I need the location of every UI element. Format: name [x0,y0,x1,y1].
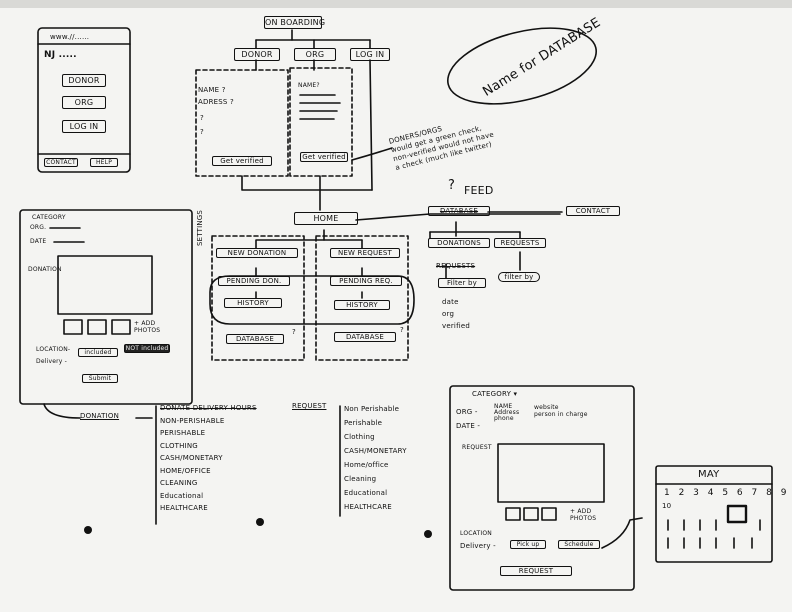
donation-category: CATEGORY [32,214,66,221]
request-database[interactable]: DATABASE [334,332,396,342]
calendar-row-2: 10 [662,502,672,510]
donor-get-verified[interactable]: Get verified [212,156,272,166]
request-item: Educational [344,489,388,497]
donation-add-photos[interactable]: + ADD PHOTOS [134,320,161,334]
donation-database[interactable]: DATABASE [226,334,284,344]
schedule-option[interactable]: Schedule [558,540,600,549]
request-item: Non Perishable [344,405,400,413]
calendar-month: MAY [698,469,720,480]
filter-donations[interactable]: Filter by [438,278,486,288]
login-button[interactable]: LOG IN [62,120,106,133]
settings-label: SETTINGS [196,209,204,246]
request-item: Clothing [344,433,375,441]
pending-donation[interactable]: PENDING DON. [218,276,290,286]
contact-button[interactable]: CONTACT [44,158,78,167]
donation-item: Educational [160,491,204,500]
request-list-title: REQUEST [292,402,327,410]
home-title: HOME [294,212,358,225]
donation-item: CASH/MONETARY [160,454,223,462]
pending-request[interactable]: PENDING REQ. [330,276,402,286]
donation-list-title: DONATION [80,412,120,420]
feed-question: ? [448,178,456,193]
request-add-photos[interactable]: + ADD PHOTOS [570,508,597,522]
request-item: Cleaning [344,475,377,483]
donation-item: HOME/OFFICE [160,466,211,475]
database-question-right: ? [400,326,404,334]
filter-option-org: org [442,310,455,318]
new-donation[interactable]: NEW DONATION [216,248,298,258]
request-item: Perishable [344,419,383,427]
request-label: REQUEST [462,444,492,451]
donation-date: DATE [30,238,47,245]
org-button[interactable]: ORG [62,96,106,109]
requests-struck: REQUESTS [436,262,476,270]
donation-item: DONATE DELIVERY HOURS [160,404,257,412]
branch-org: ORG [294,48,336,61]
database-question-left: ? [292,328,296,336]
donation-delivery: Delivery - [36,358,67,365]
request-website: website [534,404,559,411]
org-detail: phone [494,415,514,422]
phone-url: www.//...... [50,33,90,41]
request-person: person in charge [534,411,588,418]
new-request[interactable]: NEW REQUEST [330,248,400,258]
donation-location: LOCATION- [36,346,71,353]
donation-history[interactable]: HISTORY [224,298,282,308]
request-org-details: NAME Address phone [494,404,519,422]
top-edge [0,0,792,8]
request-delivery: Delivery - [460,542,496,550]
org-get-verified[interactable]: Get verified [300,152,348,162]
donation-item: CLOTHING [160,441,198,450]
donor-field-q1: ? [200,114,204,122]
org-detail: NAME [494,403,513,410]
donor-field-address: ADRESS ? [198,98,234,106]
request-date: DATE - [456,422,481,430]
donation-label: DONATION [28,266,62,273]
donation-list: DONATE DELIVERY HOURS NON-PERISHABLE PER… [160,402,257,515]
requests-node[interactable]: REQUESTS [494,238,546,248]
request-org: ORG - [456,408,478,416]
donation-item: PERISHABLE [160,429,206,437]
request-location: LOCATION [460,530,492,537]
request-item: HEALTHCARE [344,503,392,511]
request-item: CASH/MONETARY [344,447,407,455]
pickup-option[interactable]: Pick up [510,540,546,549]
help-button[interactable]: HELP [90,158,118,167]
donor-button[interactable]: DONOR [62,74,106,87]
donor-field-q2: ? [200,128,204,136]
donations-node[interactable]: DONATIONS [428,238,490,248]
request-history[interactable]: HISTORY [334,300,390,310]
donation-org: ORG. [30,224,47,231]
request-category: CATEGORY ▾ [472,390,517,398]
request-category-label: CATEGORY [472,390,512,398]
dropdown-icon[interactable]: ▾ [513,390,518,398]
calendar-numbers: 1 2 3 4 5 6 7 8 9 [664,488,790,498]
filter-requests[interactable]: filter by [498,272,540,282]
filter-option-date: date [442,298,459,306]
delivery-included[interactable]: included [78,348,118,357]
database-struck: DATABASE [428,206,490,216]
contact-node[interactable]: CONTACT [566,206,620,216]
feed-label: FEED [464,184,494,197]
donation-item: HEALTHCARE [160,504,208,512]
org-field-name: NAME? [298,82,320,89]
org-detail: Address [494,409,520,416]
donor-field-name: NAME ? [198,86,226,94]
phone-title: NJ ..... [44,50,77,60]
delivery-not-included[interactable]: NOT included [124,344,170,353]
donation-submit-button[interactable]: Submit [82,374,118,383]
onboarding-title: ON BOARDING [264,16,326,29]
filter-option-verified: verified [442,322,471,330]
donation-item: NON-PERISHABLE [160,416,225,425]
request-list: Non Perishable Perishable Clothing CASH/… [344,402,407,514]
request-submit-button[interactable]: REQUEST [500,566,572,576]
branch-donor: DONOR [234,48,280,61]
request-item: Home/office [344,461,389,469]
donation-item: CLEANING [160,479,198,487]
branch-login: LOG IN [350,48,390,61]
